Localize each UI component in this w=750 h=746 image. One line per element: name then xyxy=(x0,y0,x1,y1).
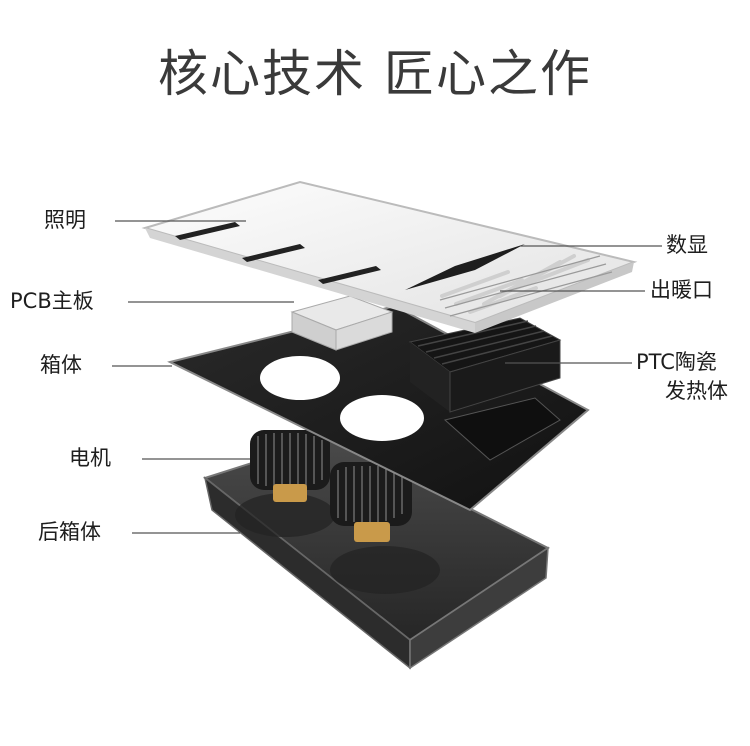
leader-lines xyxy=(112,220,662,534)
ptc-heater-shape xyxy=(408,317,562,413)
label-outlet: 出暖口 xyxy=(650,278,713,302)
label-rear-box: 后箱体 xyxy=(38,520,101,544)
label-ptc-line1: PTC陶瓷 xyxy=(636,350,717,374)
label-ptc-line2: 发热体 xyxy=(665,379,728,403)
page-title: 核心技术 匠心之作 xyxy=(158,45,592,103)
motor-fan-2 xyxy=(330,462,412,542)
top-panel-shape xyxy=(141,180,638,333)
label-motor: 电机 xyxy=(69,446,111,470)
label-display: 数显 xyxy=(666,233,708,257)
label-lighting: 照明 xyxy=(44,208,86,232)
pcb-board-shape xyxy=(290,295,394,351)
label-box: 箱体 xyxy=(40,353,82,377)
motor-fan-1 xyxy=(250,430,330,502)
label-pcb: PCB主板 xyxy=(10,289,94,313)
